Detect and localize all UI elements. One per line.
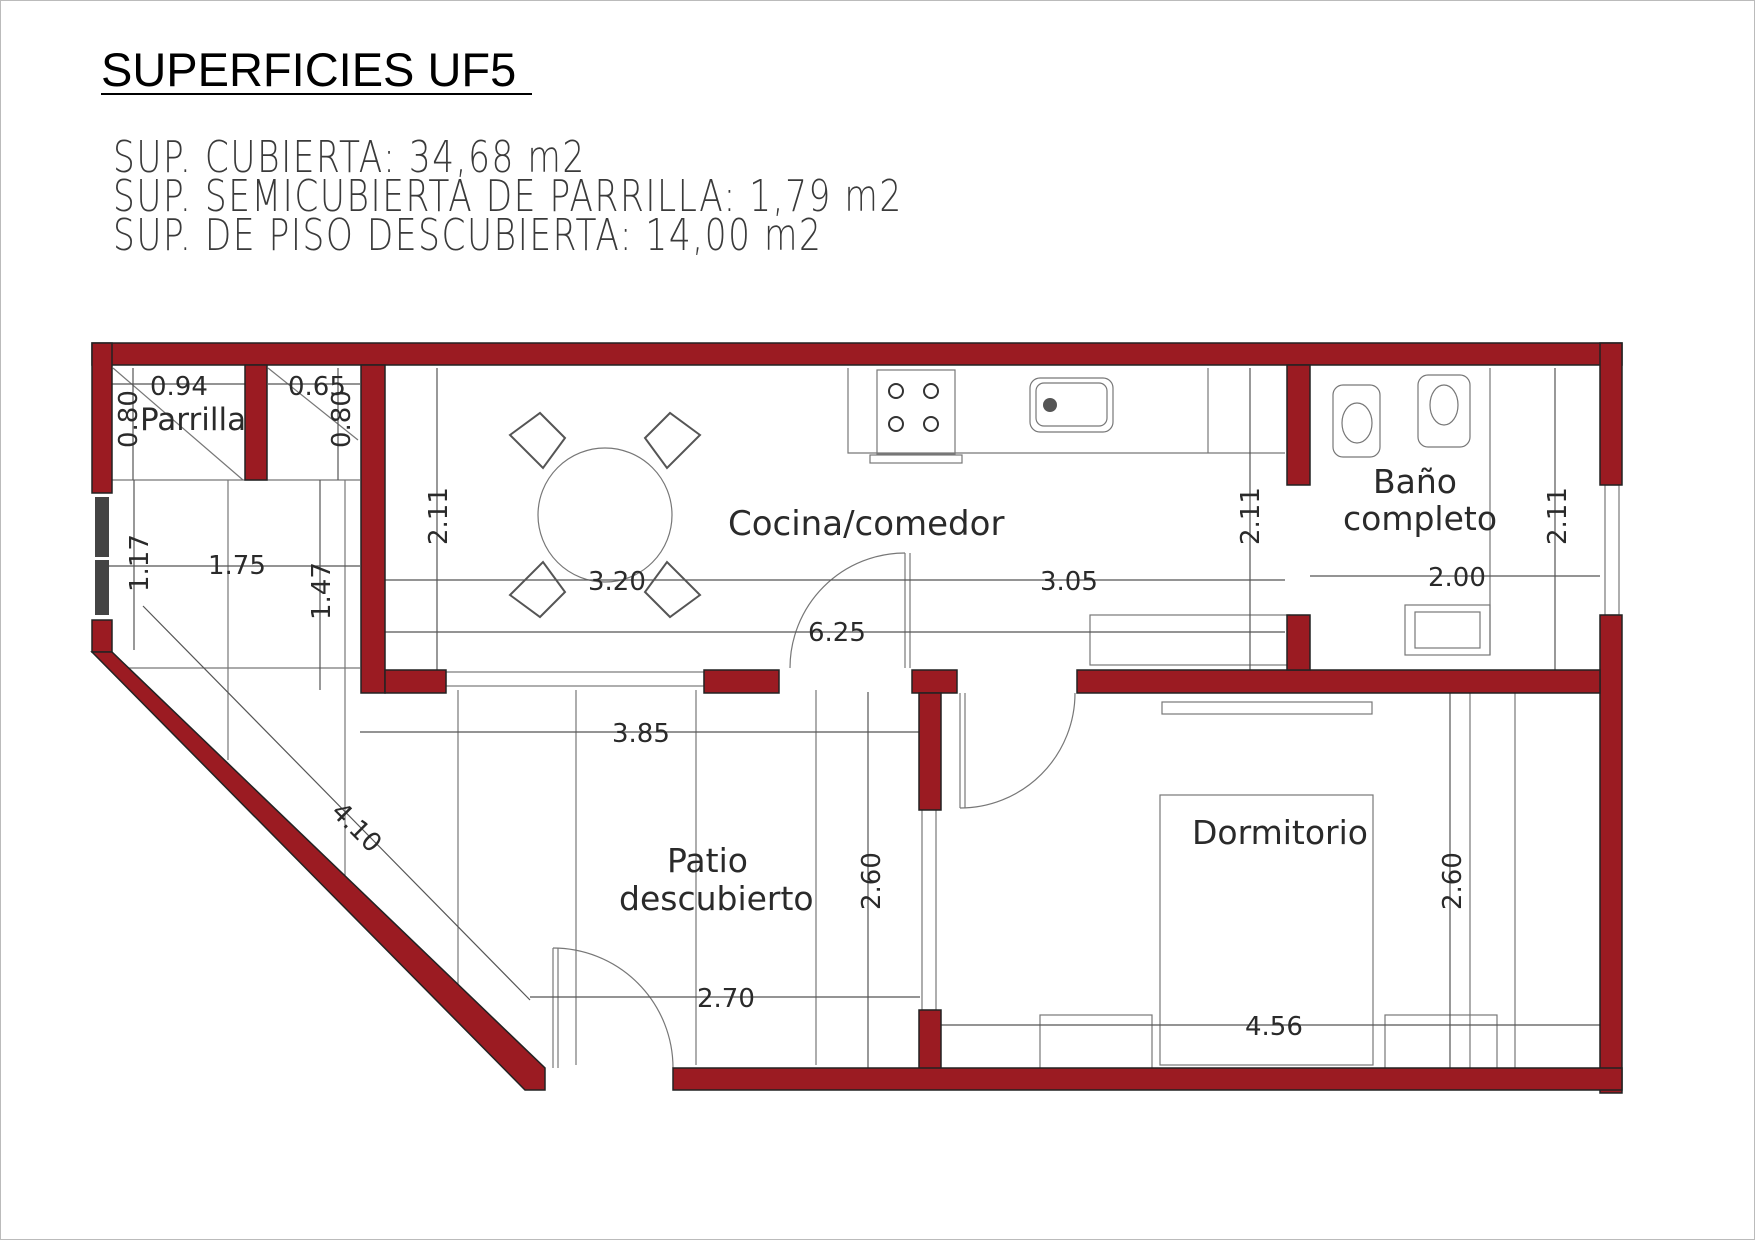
dim-label: 2.70 — [697, 984, 755, 1014]
dim-label: 2.11 — [424, 487, 454, 545]
dim-label: 2.11 — [1236, 487, 1266, 545]
stove-icon — [888, 383, 939, 432]
chairs-icon — [508, 411, 702, 619]
dim-label: 3.20 — [588, 567, 646, 597]
label-patio-2: descubierto — [619, 879, 814, 918]
area-summary: SUP. CUBIERTA: 34,68 m2 SUP. SEMICUBIERT… — [113, 132, 903, 261]
dim-label: 1.47 — [307, 562, 337, 620]
area-uncovered: SUP. DE PISO DESCUBIERTA: 14,00 m2 — [113, 210, 823, 261]
dim-label: 2.00 — [1428, 563, 1486, 593]
window-pane — [95, 497, 109, 557]
label-cocina: Cocina/comedor — [728, 504, 1004, 544]
thin-lines — [108, 367, 1620, 1071]
dim-label: 2.60 — [1438, 852, 1468, 910]
dim-label: 2.11 — [1543, 487, 1573, 545]
dim-label: 0.80 — [114, 390, 144, 448]
dim-label: 3.85 — [612, 719, 670, 749]
dim-label: 0.94 — [150, 372, 208, 402]
dim-label: 6.25 — [808, 618, 866, 648]
label-parrilla: Parrilla — [140, 402, 246, 438]
dim-label: 0.65 — [288, 372, 346, 402]
dim-label: 1.17 — [125, 534, 155, 592]
label-patio-1: Patio — [667, 841, 748, 880]
dim-label: 4.10 — [325, 797, 387, 859]
plan-title: SUPERFICIES UF5 — [101, 43, 517, 96]
label-dormitorio: Dormitorio — [1192, 813, 1368, 852]
dim-label: 1.75 — [208, 551, 266, 581]
sink-drain-icon — [1043, 398, 1057, 412]
area-covered: SUP. CUBIERTA: 34,68 m2 — [113, 132, 586, 183]
dim-label: 0.80 — [327, 390, 357, 448]
walls — [90, 342, 1623, 1094]
area-semicovered: SUP. SEMICUBIERTA DE PARRILLA: 1,79 m2 — [113, 171, 903, 222]
label-bano-1: Baño — [1373, 462, 1457, 501]
window-pane — [95, 560, 109, 615]
dim-label: 3.05 — [1040, 567, 1098, 597]
dimension-lines — [108, 368, 1600, 1068]
dim-label: 4.56 — [1245, 1012, 1303, 1042]
label-bano-2: completo — [1343, 499, 1497, 538]
title-underline — [101, 93, 532, 95]
dim-label: 2.60 — [857, 852, 887, 910]
